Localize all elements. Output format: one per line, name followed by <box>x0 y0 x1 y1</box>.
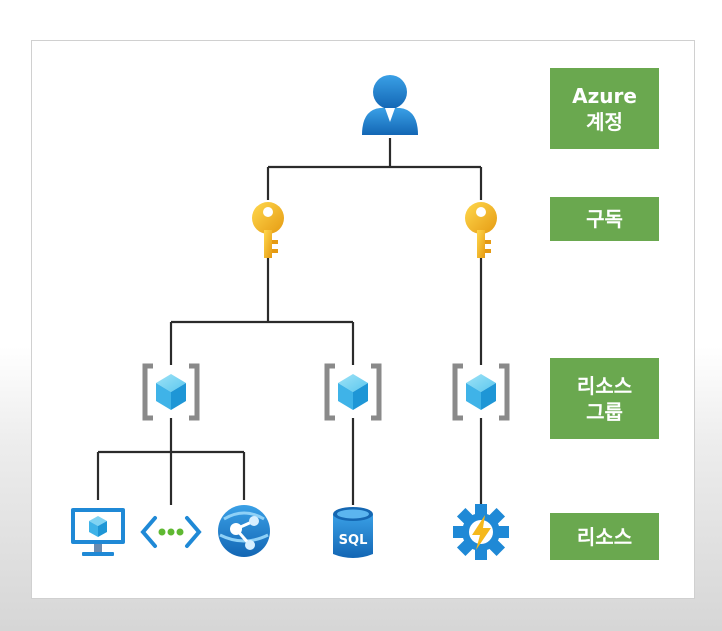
level-label-line: 구독 <box>586 207 623 231</box>
level-label-resource: 리소스 <box>550 513 659 560</box>
level-label-resource-group: 리소스 그룹 <box>550 358 659 439</box>
level-label-azure-account: Azure 계정 <box>550 68 659 149</box>
resource-group-icon <box>452 363 510 421</box>
level-label-line: 리소스 <box>576 524 633 549</box>
resource-group-icon <box>324 363 382 421</box>
key-icon <box>465 202 497 258</box>
virtual-machine-icon <box>71 508 125 556</box>
user-icon <box>362 75 418 135</box>
resource-group-icon <box>142 363 200 421</box>
app-service-icon <box>218 505 270 557</box>
level-label-line: 그룹 <box>586 399 623 424</box>
level-label-line: 계정 <box>586 109 623 134</box>
connector-lines <box>96 138 483 505</box>
sql-label: SQL <box>339 533 368 548</box>
virtual-network-icon <box>140 516 202 548</box>
sql-database-icon: SQL <box>333 507 373 558</box>
level-label-line: Azure <box>572 83 637 108</box>
function-app-icon <box>453 504 509 560</box>
level-label-subscription: 구독 <box>550 197 659 241</box>
level-label-line: 리소스 <box>576 373 633 398</box>
key-icon <box>252 202 284 258</box>
